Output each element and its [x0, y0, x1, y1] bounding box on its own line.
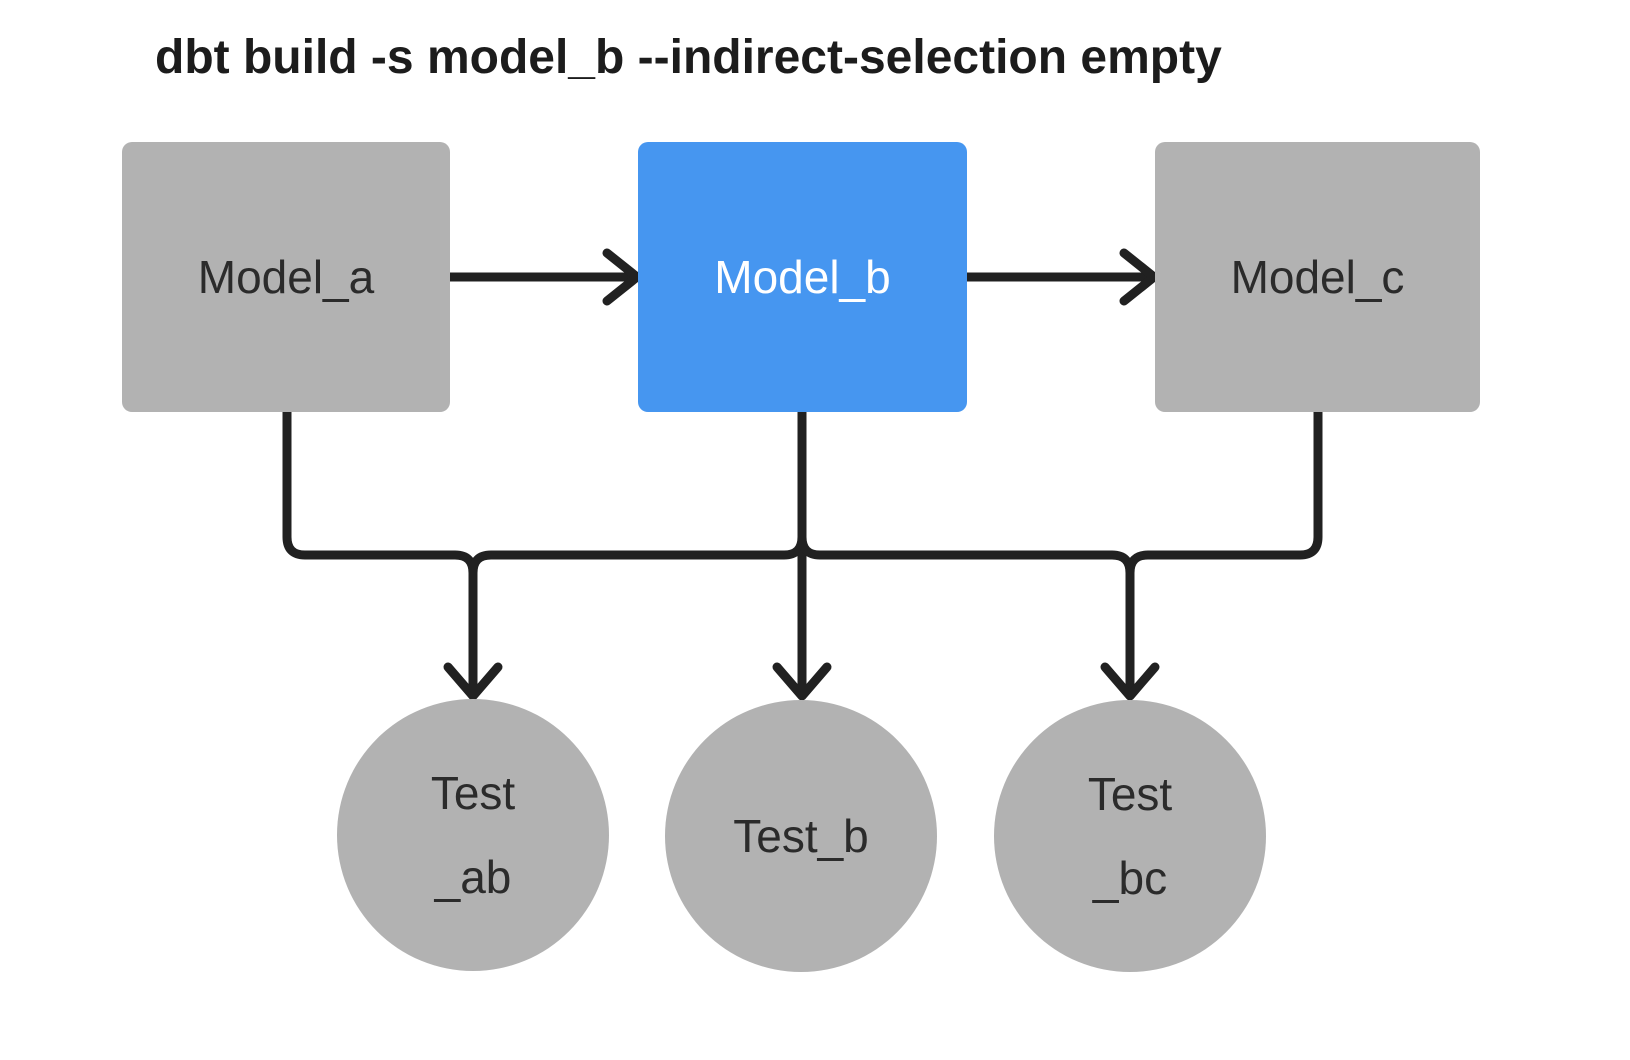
node-model-a: Model_a [122, 142, 450, 412]
node-test-bc-label-line1: Test [1087, 768, 1173, 820]
node-model-b-label: Model_b [714, 251, 891, 303]
diagram-title: dbt build -s model_b --indirect-selectio… [155, 31, 1222, 84]
node-model-b-selected: Model_b [638, 142, 967, 412]
node-test-bc: Test _bc [994, 700, 1266, 972]
arrowhead-model-b-icon [602, 248, 642, 306]
arrowhead-model-c-icon [1119, 248, 1159, 306]
arrowhead-test-bc-icon [1100, 662, 1160, 701]
node-model-c: Model_c [1155, 142, 1480, 412]
node-test-ab-label-line1: Test [430, 767, 516, 819]
node-model-c-label: Model_c [1230, 251, 1405, 303]
edge-model-a-to-test-ab [282, 407, 478, 693]
arrowhead-test-b-icon [772, 662, 832, 701]
node-test-bc-label-line2: _bc [1092, 852, 1168, 904]
node-model-a-label: Model_a [197, 251, 375, 303]
edge-model-b-to-test-ab [468, 407, 807, 693]
node-test-ab: Test _ab [337, 699, 609, 971]
node-test-b-label: Test_b [733, 810, 869, 862]
edge-model-c-to-test-bc [1125, 407, 1323, 693]
arrowhead-test-ab-icon [443, 662, 503, 701]
node-test-b: Test_b [665, 700, 937, 972]
node-test-ab-label-line2: _ab [434, 851, 512, 903]
edge-model-b-to-test-bc [797, 407, 1135, 693]
